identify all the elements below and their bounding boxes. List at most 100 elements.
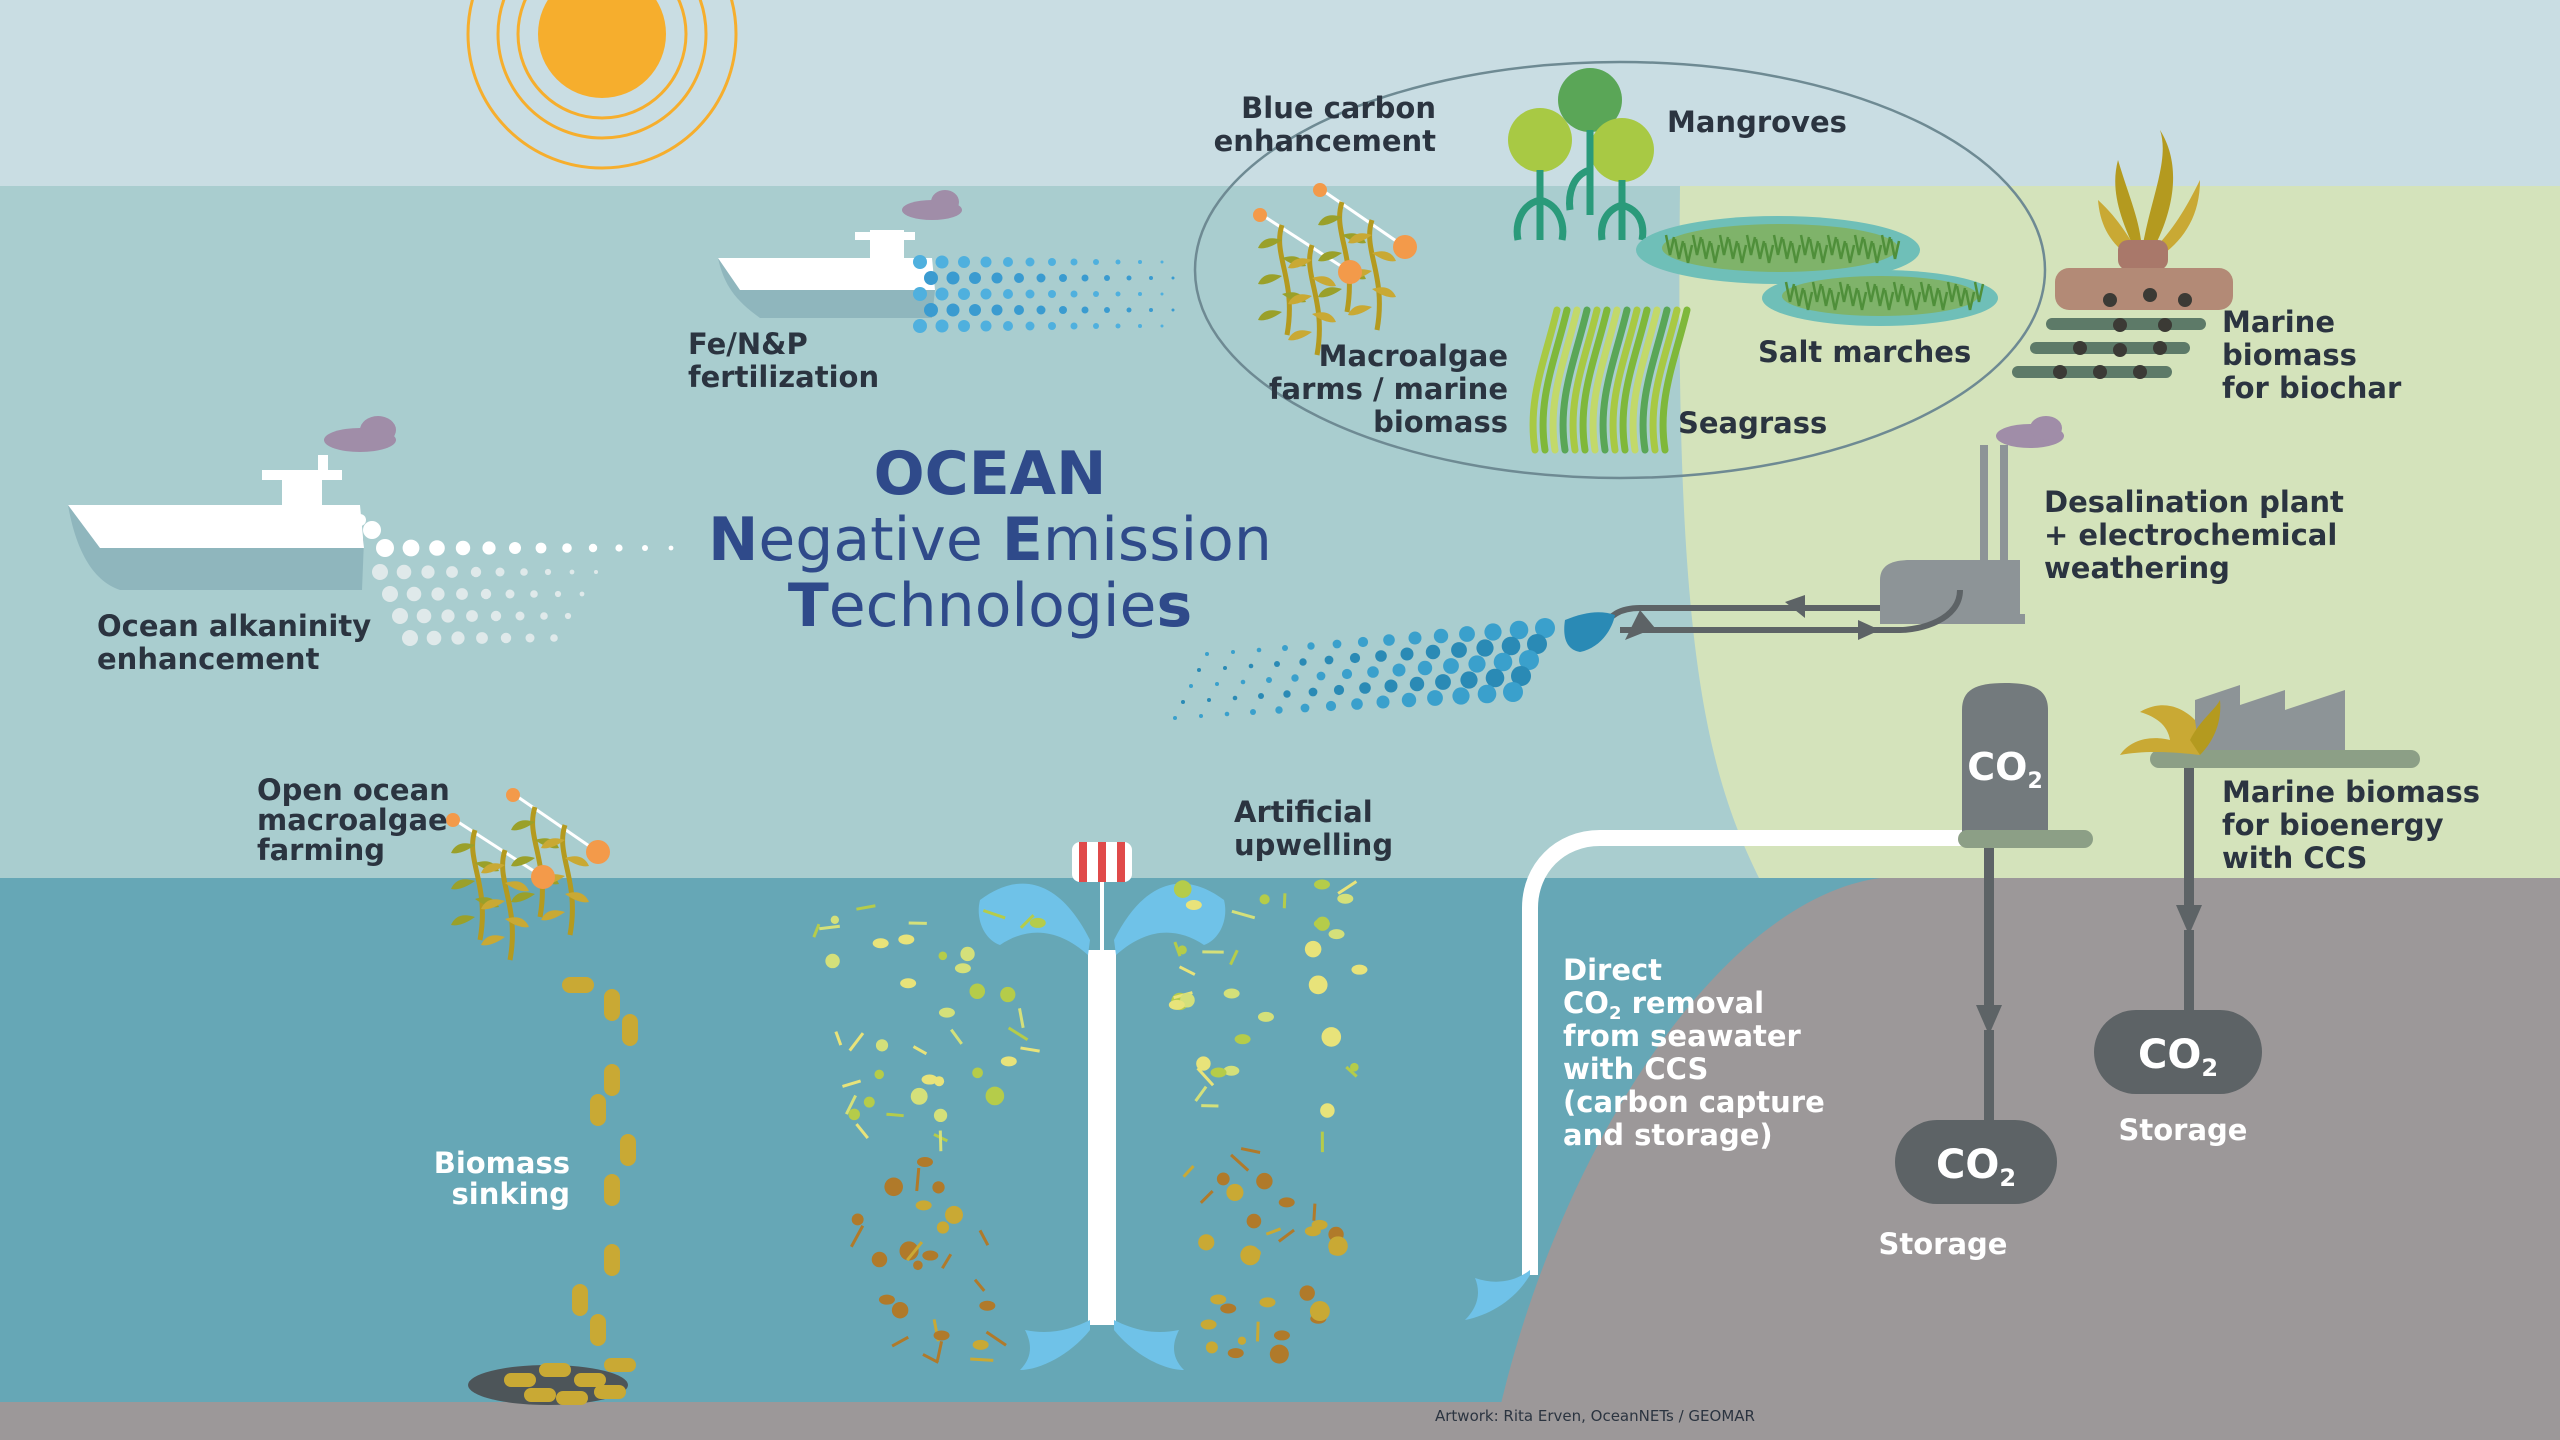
plankton [884,1177,903,1197]
particle [562,543,572,553]
grass-blade [1808,238,1820,260]
plankton [850,1225,865,1248]
plankton [856,904,876,911]
particle [431,587,445,601]
biomass-capsule [556,1391,588,1405]
particle [382,586,398,602]
particle [1509,620,1529,640]
plankton [908,921,927,925]
particle [1199,714,1203,718]
plankton [1210,1067,1227,1078]
plankton [922,1353,939,1364]
algae-leaf [1348,233,1372,244]
plankton [1205,1341,1218,1354]
buoy [1313,183,1327,197]
plankton [1312,1203,1317,1221]
farm-line [514,793,596,852]
plankton [1196,1067,1215,1087]
biomass-capsule [524,1388,556,1402]
plankton [906,1241,924,1262]
particle [1025,321,1035,331]
algae-leaf [1258,310,1282,321]
plankton [936,1221,950,1234]
alkalinity-particles [338,514,674,646]
plankton [954,963,971,974]
particle [500,632,512,644]
farm-line [454,818,541,877]
grass-blade [1790,242,1802,264]
direct-removal-pipe-icon [1465,830,1983,1320]
particle [1250,709,1256,715]
algae-leaf [1372,251,1396,262]
particle [1189,684,1193,688]
grass-blade [1901,285,1913,307]
biomass-capsule [622,1014,638,1046]
particle [946,271,960,285]
plankton [938,1007,955,1018]
particle [406,586,422,602]
plankton [936,1340,944,1361]
plankton [938,1130,943,1152]
particle [476,632,488,644]
plankton [1020,1046,1040,1053]
algae-stem [500,849,515,961]
particle [1325,700,1337,712]
plankton [1237,1336,1247,1345]
particle [1341,668,1353,680]
grass-blade [1928,285,1940,307]
plankton [1194,1085,1208,1102]
plankton [891,1335,909,1348]
algae-leaf [541,838,565,849]
plankton [960,946,975,962]
plankton [1007,1026,1029,1041]
biochar-icon [2012,130,2233,379]
plankton [1220,1303,1237,1314]
particle [569,569,575,575]
biomass-capsule [504,1373,536,1387]
plankton [1182,1165,1195,1178]
particle [1443,658,1459,674]
algae-leaf [481,863,505,874]
seagrass-blade [1619,306,1651,454]
particle [980,256,992,268]
particle [342,530,358,546]
co2-storage-2-icon: CO2 [2094,1010,2262,1094]
algae-leaf [505,881,529,892]
particle [1160,260,1164,264]
plankton [1196,1056,1211,1071]
particle [554,590,562,598]
plankton [874,1069,884,1080]
grass-blade [1919,281,1931,303]
plankton [1018,1008,1025,1029]
particle [615,544,623,552]
plankton [1299,1285,1315,1301]
particle [1401,692,1417,708]
alkalinity-ship-icon [68,416,396,590]
particle [505,589,515,599]
plankton [969,983,986,1000]
plankton [1321,1027,1342,1047]
plankton-particles [812,879,1368,1364]
particle [421,565,435,579]
plankton [1257,1011,1274,1022]
particle [1332,639,1342,649]
particle [1171,276,1175,280]
plankton [830,915,840,924]
plankton [1000,1056,1017,1067]
grass-blade [1964,289,1976,311]
particle [1232,695,1238,701]
particle [1376,695,1390,709]
plankton [1259,894,1270,905]
grass-blade [1817,242,1829,264]
plankton [933,1330,950,1341]
particle [991,304,1003,316]
seagrass-blade [1549,306,1581,454]
grass-blade [1799,234,1811,256]
storage-2-label: Storage [2119,1113,2248,1147]
particle [1173,716,1177,720]
plankton [899,1241,919,1261]
plankton [825,953,840,969]
particle [1417,660,1433,676]
plankton [915,1200,932,1211]
